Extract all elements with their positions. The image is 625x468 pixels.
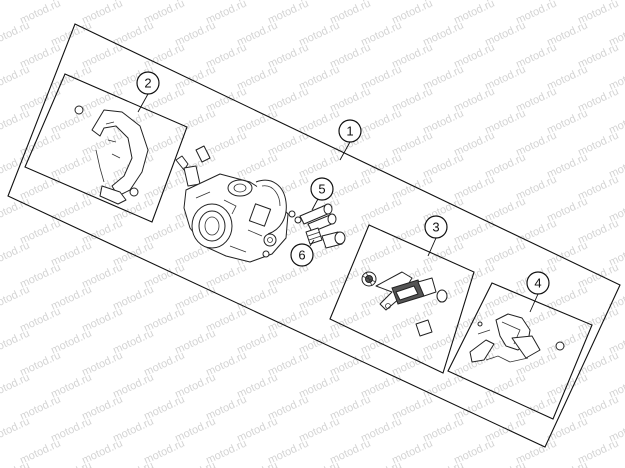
leader-line-1 bbox=[339, 141, 351, 161]
leader-line-5 bbox=[311, 198, 319, 211]
watermark-text: motod.ru bbox=[0, 371, 32, 400]
watermark-text: motod.ru bbox=[0, 415, 32, 444]
watermark-text: motod.ru bbox=[0, 107, 32, 136]
watermark-text: motod.ru bbox=[0, 217, 1, 246]
leader-line-3 bbox=[427, 237, 437, 257]
subassembly-frame-3 bbox=[329, 224, 475, 374]
watermark-text: motod.ru bbox=[0, 349, 1, 378]
callout-3-label: 3 bbox=[432, 220, 439, 235]
watermark-text: motod.ru bbox=[421, 459, 465, 468]
callout-6-label: 6 bbox=[298, 248, 305, 263]
watermark-text: motod.ru bbox=[0, 85, 1, 114]
callout-1-label: 1 bbox=[346, 124, 353, 139]
watermark-text: motod.ru bbox=[607, 0, 625, 5]
watermark-text: motod.ru bbox=[173, 459, 217, 468]
callout-6[interactable]: 6 bbox=[290, 243, 314, 267]
leader-line-6 bbox=[309, 239, 315, 247]
callout-4[interactable]: 4 bbox=[526, 271, 550, 295]
watermark-text: motod.ru bbox=[0, 19, 32, 48]
callout-5-label: 5 bbox=[318, 182, 325, 197]
watermark-text: motod.ru bbox=[0, 393, 1, 422]
watermark-text: motod.ru bbox=[49, 459, 93, 468]
assembly-frame bbox=[7, 23, 621, 448]
watermark-text: motod.ru bbox=[111, 459, 155, 468]
watermark-text: motod.ru bbox=[0, 129, 1, 158]
callout-1[interactable]: 1 bbox=[338, 119, 362, 143]
watermark-text: motod.ru bbox=[235, 459, 279, 468]
part-4-plate bbox=[469, 313, 565, 363]
callout-3[interactable]: 3 bbox=[424, 215, 448, 239]
leader-line-4 bbox=[529, 293, 539, 313]
callout-5[interactable]: 5 bbox=[310, 177, 334, 201]
watermark-text: motod.ru bbox=[0, 327, 32, 356]
part-5-injector bbox=[294, 203, 337, 233]
watermark-text: motod.ru bbox=[0, 173, 1, 202]
subassembly-frame-4 bbox=[447, 282, 593, 420]
part-6-bolt bbox=[305, 227, 346, 249]
leader-line-2 bbox=[137, 93, 149, 113]
watermark-text: motod.ru bbox=[545, 459, 589, 468]
part-1-throttle-body bbox=[175, 145, 296, 263]
watermark-text: motod.ru bbox=[0, 63, 32, 92]
watermark-text: motod.ru bbox=[0, 261, 1, 290]
watermark-text: motod.ru bbox=[0, 459, 32, 468]
watermark-text: motod.ru bbox=[0, 0, 1, 27]
watermark-text: motod.ru bbox=[0, 305, 1, 334]
subassembly-frame-2 bbox=[24, 73, 188, 223]
watermark-text: motod.ru bbox=[0, 437, 1, 466]
watermark-text: motod.ru bbox=[607, 459, 625, 468]
part-2-bracket bbox=[74, 105, 149, 205]
watermark-text: motod.ru bbox=[0, 0, 32, 5]
callout-2-label: 2 bbox=[144, 76, 151, 91]
watermark-text: motod.ru bbox=[0, 239, 32, 268]
watermark-text: motod.ru bbox=[0, 283, 32, 312]
watermark-text: motod.ru bbox=[297, 459, 341, 468]
watermark-text: motod.ru bbox=[483, 459, 527, 468]
watermark-text: motod.ru bbox=[0, 41, 1, 70]
part-3-sensor bbox=[361, 271, 448, 337]
watermark-text: motod.ru bbox=[359, 459, 403, 468]
callout-4-label: 4 bbox=[534, 276, 541, 291]
callout-2[interactable]: 2 bbox=[136, 71, 160, 95]
